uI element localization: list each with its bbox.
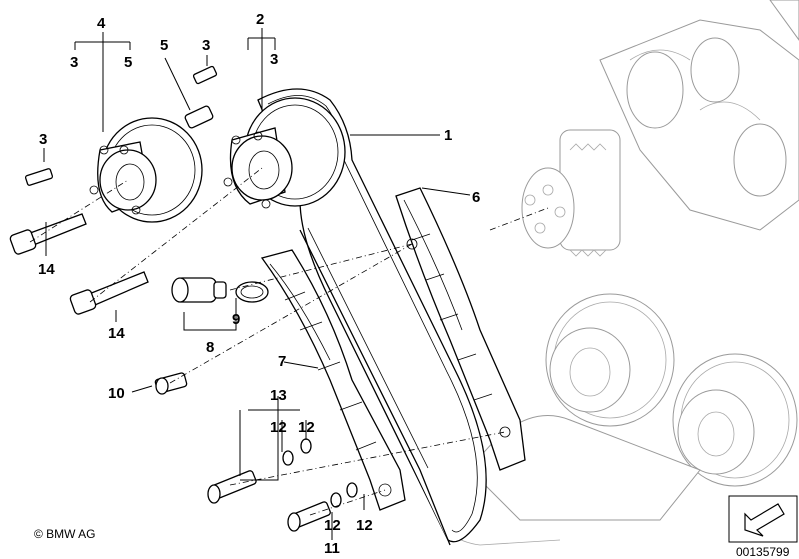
callout-9: 9 (232, 311, 240, 328)
second-bank-sprockets-ghost (429, 293, 798, 546)
bolt-3-top (192, 65, 218, 85)
chain-tensioner (171, 277, 227, 303)
callout-3-right: 3 (270, 51, 278, 68)
crankshaft-ghost (521, 0, 799, 257)
callout-12-b: 12 (298, 419, 315, 436)
guide-pin-10 (154, 372, 188, 395)
callout-1: 1 (444, 127, 452, 144)
callout-7: 7 (278, 353, 286, 370)
callout-11: 11 (324, 540, 340, 557)
callout-3-left: 3 (39, 131, 47, 148)
copyright-text: © BMW AG (34, 527, 96, 541)
callout-5: 5 (160, 37, 168, 54)
callout-3-bolt: 3 (202, 37, 210, 54)
leader-lines (43, 28, 471, 540)
callout-14-lower: 14 (108, 325, 125, 342)
callout-3-top-left: 3 (70, 54, 78, 71)
diagram-number: 00135799 (736, 545, 790, 559)
washers-12 (282, 438, 358, 508)
central-bolt-lower (69, 271, 149, 315)
callout-8: 8 (206, 339, 214, 356)
guide-pin-13 (207, 470, 257, 504)
callout-2: 2 (256, 11, 264, 28)
callout-6: 6 (472, 189, 480, 206)
sealing-ring (235, 281, 269, 303)
guide-rail (395, 187, 526, 471)
assembly-axes (29, 167, 549, 516)
bolt-5-top (184, 105, 214, 129)
tensioner-rail (260, 249, 406, 511)
arrow-down-left-icon (728, 495, 798, 543)
callout-labels: 4 3 5 5 3 2 3 3 1 6 14 14 9 8 7 10 13 12… (38, 11, 480, 557)
callout-4: 4 (97, 15, 106, 32)
callout-12-a: 12 (270, 419, 287, 436)
callout-5-top-left: 5 (124, 54, 132, 71)
camshaft-sprocket-right (223, 97, 346, 209)
callout-12-c: 12 (324, 517, 341, 534)
bolt-3-left (24, 168, 54, 186)
callout-10: 10 (108, 385, 125, 402)
callout-14-upper: 14 (38, 261, 55, 278)
camshaft-sprocket-left (89, 117, 203, 223)
callout-12-d: 12 (356, 517, 373, 534)
central-bolt-upper (9, 213, 87, 255)
callout-13: 13 (270, 387, 287, 404)
